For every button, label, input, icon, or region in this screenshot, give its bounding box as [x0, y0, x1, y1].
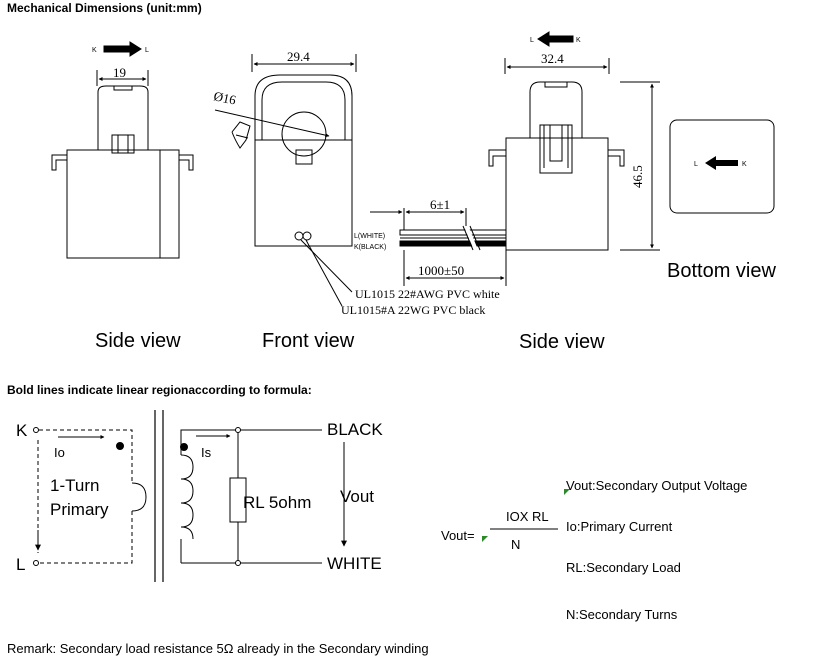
- formula-numerator: IOX RL: [506, 509, 549, 524]
- side-view-left: K L 19: [51, 41, 194, 259]
- direction-arrow-icon: [705, 156, 738, 170]
- dim-width-side: 19: [113, 65, 126, 80]
- legend-io: Io:Primary Current: [566, 519, 673, 534]
- terminal-l: L: [16, 555, 25, 574]
- dim-diameter: Ø16: [212, 88, 238, 107]
- label-vout: Vout: [340, 487, 374, 506]
- mechanical-title: Mechanical Dimensions (unit:mm): [7, 1, 202, 15]
- remark-text: Remark: Secondary load resistance 5Ω alr…: [7, 641, 429, 656]
- label-black: BLACK: [327, 420, 383, 439]
- label-side-view-left: Side view: [95, 330, 181, 352]
- marker-icon: [564, 489, 570, 495]
- label-rl: RL 5ohm: [243, 493, 311, 512]
- formula-denominator: N: [511, 537, 520, 552]
- dim-width-side-right: 32.4: [541, 51, 564, 66]
- l-label-right: L: [530, 37, 534, 44]
- terminal-k: K: [16, 421, 28, 440]
- bottom-view: L K: [669, 119, 775, 214]
- dim-width-front: 29.4: [287, 49, 310, 64]
- k-label-right: K: [576, 37, 581, 44]
- label-is: Is: [201, 445, 212, 460]
- label-bottom-view: Bottom view: [667, 260, 776, 282]
- wire-white-spec: UL1015 22#AWG PVC white: [355, 287, 500, 301]
- k-label-left: K: [92, 47, 97, 54]
- equivalent-circuit: [33, 410, 558, 582]
- wire-black-tag: K(BLACK): [354, 244, 386, 251]
- legend-vout: Vout:Secondary Output Voltage: [566, 478, 747, 493]
- direction-arrow-icon: [103, 41, 142, 57]
- bold-lines-title: Bold lines indicate linear regionaccordi…: [7, 383, 312, 397]
- label-io: Io: [54, 445, 65, 460]
- dim-height: 46.5: [630, 165, 645, 188]
- wire-white-tag: L(WHITE): [354, 233, 385, 240]
- label-white: WHITE: [327, 554, 382, 573]
- legend-rl: RL:Secondary Load: [566, 560, 681, 575]
- dim-strip: 6±1: [430, 197, 450, 212]
- l-label-left: L: [145, 47, 149, 54]
- label-side-view-right: Side view: [519, 331, 605, 353]
- k-label-bottom: K: [742, 161, 747, 168]
- direction-arrow-icon: [537, 31, 574, 47]
- wire-black-spec: UL1015#A 22WG PVC black: [341, 303, 485, 317]
- primary-line1: 1-Turn: [50, 476, 99, 495]
- marker-icon: [482, 536, 488, 542]
- side-view-right: L K 32.4: [370, 31, 660, 286]
- l-label-bottom: L: [694, 161, 698, 168]
- dim-lead-length: 1000±50: [418, 263, 464, 278]
- label-front-view: Front view: [262, 330, 355, 352]
- legend-n: N:Secondary Turns: [566, 607, 678, 622]
- formula-lhs: Vout=: [441, 528, 475, 543]
- primary-line2: Primary: [50, 500, 109, 519]
- front-view: 29.4 Ø16: [212, 49, 357, 307]
